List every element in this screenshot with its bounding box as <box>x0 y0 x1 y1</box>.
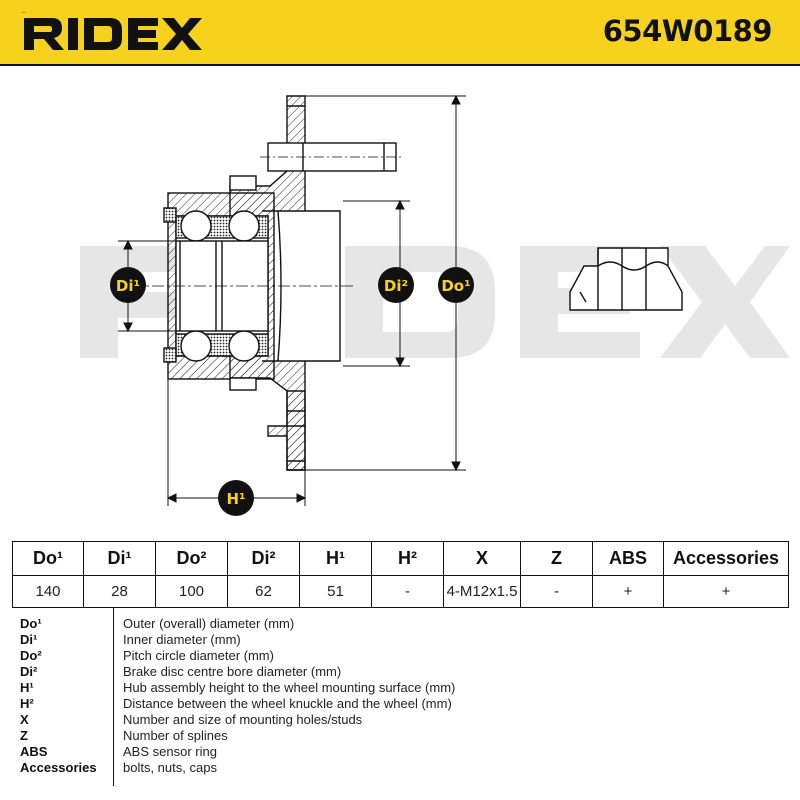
specs-table: Do¹ Di¹ Do² Di² H¹ H² X Z ABS Accessorie… <box>12 541 789 608</box>
header-accessories: Accessories <box>663 541 789 576</box>
legend-row: Di² Brake disc centre bore diameter (mm) <box>12 664 788 680</box>
header-di1: Di¹ <box>83 541 156 576</box>
value-do1: 140 <box>12 575 84 608</box>
legend-row: Di¹ Inner diameter (mm) <box>12 632 788 648</box>
legend-row: ABS ABS sensor ring <box>12 744 788 760</box>
legend-text: Outer (overall) diameter (mm) <box>123 616 295 631</box>
legend-key: Di¹ <box>20 632 38 647</box>
badge-di2 <box>378 267 414 303</box>
legend-key: ABS <box>20 744 48 759</box>
label-do1: Do¹ <box>441 277 470 295</box>
value-abs: + <box>592 575 664 608</box>
legend-key: Accessories <box>20 760 97 775</box>
legend-text: Number of splines <box>123 728 228 743</box>
flange-nut-icon <box>569 247 683 311</box>
legend-text: Hub assembly height to the wheel mountin… <box>123 680 456 695</box>
legend-row: Z Number of splines <box>12 728 788 744</box>
label-h1: H¹ <box>226 490 245 508</box>
value-x: 4-M12x1.5 <box>443 575 521 608</box>
specs-value-row: 140 28 100 62 51 - 4-M12x1.5 - + + <box>12 575 789 608</box>
legend-key: Do² <box>20 648 42 663</box>
legend-divider <box>113 608 114 786</box>
value-di2: 62 <box>227 575 300 608</box>
badge-h1 <box>218 480 254 516</box>
value-z: - <box>520 575 593 608</box>
brand-text: RIDEX <box>22 12 26 14</box>
specs-header-row: Do¹ Di¹ Do² Di² H¹ H² X Z ABS Accessorie… <box>12 541 789 576</box>
header-di2: Di² <box>227 541 300 576</box>
header-do2: Do² <box>155 541 228 576</box>
legend-text: Distance between the wheel knuckle and t… <box>123 696 452 711</box>
value-do2: 100 <box>155 575 228 608</box>
legend-text: Inner diameter (mm) <box>123 632 241 647</box>
legend-key: Di² <box>20 664 38 679</box>
value-accessories: + <box>663 575 789 608</box>
legend-key: Do¹ <box>20 616 42 631</box>
header-h2: H² <box>371 541 444 576</box>
legend-text: Brake disc centre bore diameter (mm) <box>123 664 342 679</box>
legend: Do¹ Outer (overall) diameter (mm) Di¹ In… <box>12 607 788 786</box>
value-h2: - <box>371 575 444 608</box>
header-x: X <box>443 541 521 576</box>
legend-text: bolts, nuts, caps <box>123 760 217 775</box>
legend-key: X <box>20 712 29 727</box>
legend-row: Do¹ Outer (overall) diameter (mm) <box>12 616 788 632</box>
header-do1: Do¹ <box>12 541 84 576</box>
legend-row: X Number and size of mounting holes/stud… <box>12 712 788 728</box>
value-h1: 51 <box>299 575 372 608</box>
label-di2: Di² <box>384 277 408 295</box>
header-z: Z <box>520 541 593 576</box>
legend-text: Number and size of mounting holes/studs <box>123 712 363 727</box>
legend-row: Accessories bolts, nuts, caps <box>12 760 788 776</box>
dimension-badges: Di¹ Di² Do¹ H¹ <box>110 267 474 516</box>
header-bar: RIDEX 654W0189 <box>0 0 800 66</box>
ridex-logo: RIDEX <box>22 12 202 50</box>
header-abs: ABS <box>592 541 664 576</box>
legend-key: Z <box>20 728 28 743</box>
legend-key: H² <box>20 696 34 711</box>
legend-text: Pitch circle diameter (mm) <box>123 648 274 663</box>
legend-row: H² Distance between the wheel knuckle an… <box>12 696 788 712</box>
technical-drawing: Di¹ Di² Do¹ H¹ <box>80 94 790 516</box>
legend-text: ABS sensor ring <box>123 744 217 759</box>
value-di1: 28 <box>83 575 156 608</box>
part-number: 654W0189 <box>602 14 773 48</box>
header-h1: H¹ <box>299 541 372 576</box>
badge-di1 <box>110 267 146 303</box>
legend-row: Do² Pitch circle diameter (mm) <box>12 648 788 664</box>
badge-do1 <box>438 267 474 303</box>
legend-key: H¹ <box>20 680 34 695</box>
legend-row: H¹ Hub assembly height to the wheel moun… <box>12 680 788 696</box>
label-di1: Di¹ <box>116 277 140 295</box>
